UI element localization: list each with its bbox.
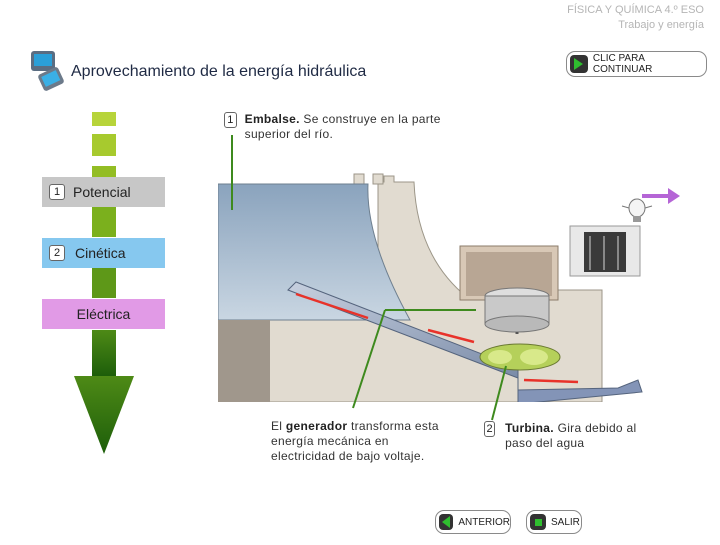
energy-bar-segment xyxy=(92,207,116,237)
energy-kinetic-box[interactable]: 2 Cinética xyxy=(42,238,165,268)
app-logo-icon xyxy=(28,48,68,96)
energy-bar-segment xyxy=(92,268,116,298)
energy-number-badge: 2 xyxy=(49,245,65,261)
light-bulb-icon xyxy=(620,196,654,226)
annotation-text: transforma esta energía mecánica en elec… xyxy=(271,419,439,463)
generator-icon xyxy=(482,286,552,334)
annotation-title: Embalse. xyxy=(244,112,300,126)
page-title: Aprovechamiento de la energía hidráulica xyxy=(71,63,367,80)
annotation-title: generador xyxy=(285,419,348,433)
topic-label: Trabajo y energía xyxy=(618,19,704,31)
energy-label: Potencial xyxy=(73,184,131,200)
energy-label: Cinética xyxy=(75,245,126,261)
turbine-icon xyxy=(478,340,562,374)
continue-button-label: CLIC PARA CONTINUAR xyxy=(592,53,653,75)
stop-icon xyxy=(530,514,546,530)
energy-flow-arrow xyxy=(74,330,134,455)
play-left-icon xyxy=(439,514,454,530)
energy-label: Eléctrica xyxy=(76,306,131,322)
annotation-number-badge: 1 xyxy=(224,112,237,128)
energy-potential-box[interactable]: 1 Potencial xyxy=(42,177,165,207)
energy-bar-segment xyxy=(92,134,116,156)
energy-bar-segment xyxy=(92,112,116,126)
course-label: FÍSICA Y QUÍMICA 4.º ESO xyxy=(567,4,704,16)
reservoir-annotation: 1 Embalse. Se construye en la parte supe… xyxy=(224,112,464,142)
energy-number-badge: 1 xyxy=(49,184,65,200)
turbine-annotation: 2 Turbina. Gira debido al paso del agua xyxy=(484,421,644,451)
generator-annotation: El generador transforma esta energía mec… xyxy=(271,419,451,464)
previous-button[interactable]: ANTERIOR xyxy=(435,510,511,534)
annotation-number-badge: 2 xyxy=(484,421,496,437)
energy-electric-box[interactable]: Eléctrica xyxy=(42,299,165,329)
energy-bar-segment xyxy=(92,166,116,180)
arrow-right-icon xyxy=(642,188,680,204)
exit-button-label: SALIR xyxy=(551,516,580,528)
annotation-prefix: El xyxy=(271,419,286,433)
annotation-text: Se construye en la parte superior del rí… xyxy=(244,112,441,141)
annotation-text: Gira debido al paso del agua xyxy=(505,421,637,450)
exit-button[interactable]: SALIR xyxy=(526,510,582,534)
annotation-title: Turbina. xyxy=(505,421,554,435)
previous-button-label: ANTERIOR xyxy=(458,516,510,528)
continue-button[interactable]: CLIC PARA CONTINUAR xyxy=(566,51,707,77)
hydroelectric-plant-illustration xyxy=(217,170,654,405)
play-right-icon xyxy=(570,55,588,73)
